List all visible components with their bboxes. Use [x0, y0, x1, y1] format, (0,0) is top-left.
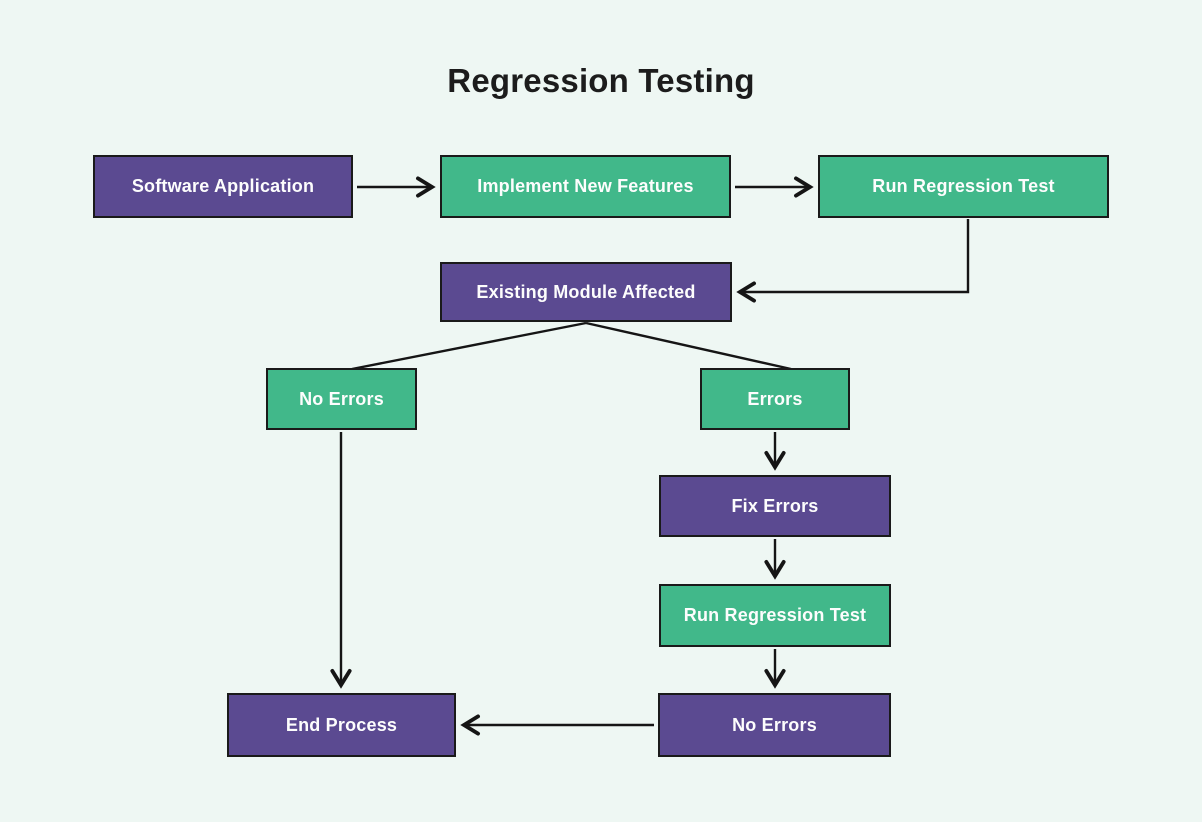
connector-runtest-to-existing-module [736, 219, 970, 303]
node-errors-branch: Errors [700, 368, 850, 430]
diagram-title: Regression Testing [447, 62, 755, 99]
node-fix-errors: Fix Errors [659, 475, 891, 537]
node-software-application: Software Application [93, 155, 353, 218]
node-run-regression-test-1: Run Regression Test [818, 155, 1109, 218]
node-no-errors-final: No Errors [658, 693, 891, 757]
node-run-regression-test-2: Run Regression Test [659, 584, 891, 647]
connector-existing-to-no-errors-branch [351, 321, 587, 371]
connector-existing-to-errors-branch [585, 321, 792, 371]
node-end-process: End Process [227, 693, 456, 757]
node-existing-module-affected: Existing Module Affected [440, 262, 732, 322]
node-implement-new-features: Implement New Features [440, 155, 731, 218]
node-no-errors-branch: No Errors [266, 368, 417, 430]
